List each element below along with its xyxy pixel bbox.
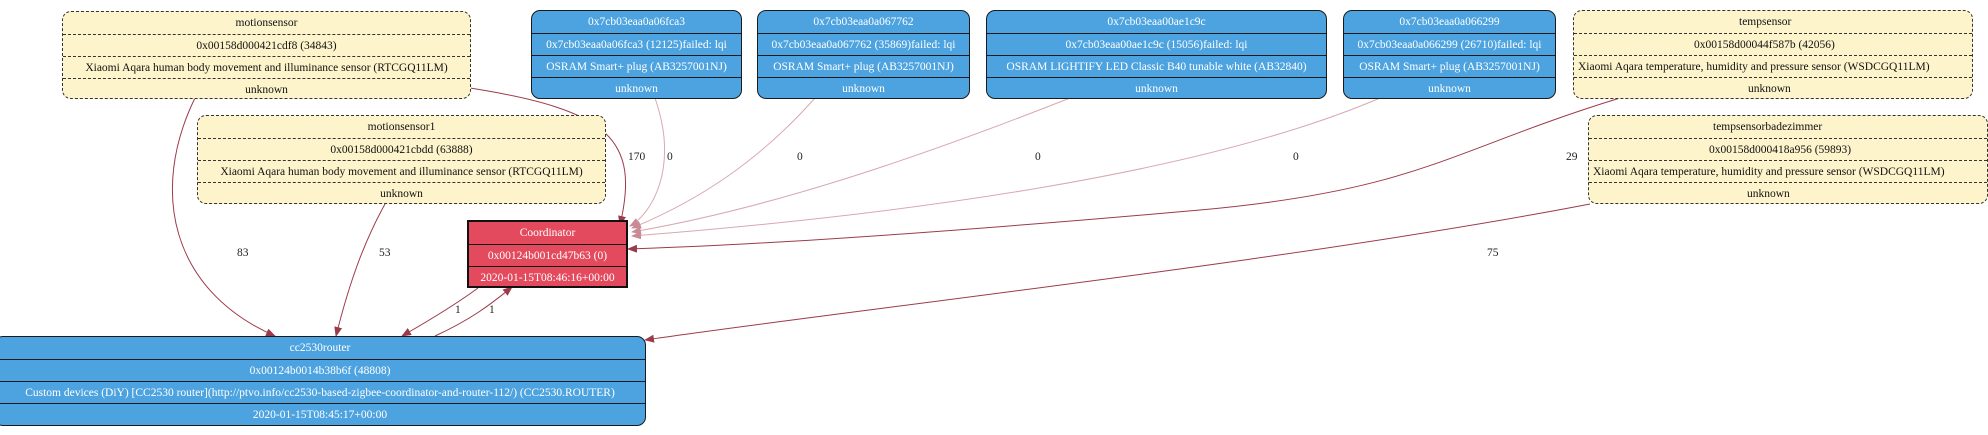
- node-last-seen: unknown: [1574, 77, 1972, 99]
- node-model: OSRAM Smart+ plug (AB3257001NJ): [1344, 55, 1555, 77]
- node-name: tempsensorbadezimmer: [1713, 121, 1823, 133]
- node-name: 0x7cb03eaa00ae1c9c: [1107, 16, 1206, 28]
- edge-plug-06fca3-coordinator: [629, 97, 665, 227]
- node-last-seen: unknown: [1344, 77, 1555, 99]
- edge-motionsensor-router: [171, 97, 276, 337]
- edge-label-plug-066299: 0: [1293, 151, 1299, 163]
- node-last-seen: 2020-01-15T08:46:16+00:00: [469, 266, 626, 288]
- edge-tempsensorbadezimmer-router: [644, 203, 1591, 343]
- node-plug-066299[interactable]: 0x7cb03eaa0a066299 0x7cb03eaa0a066299 (2…: [1343, 10, 1556, 99]
- node-last-seen: unknown: [532, 77, 741, 99]
- node-model: Xiaomi Aqara temperature, humidity and p…: [1574, 55, 1972, 77]
- node-address: 0x7cb03eaa0a06fca3 (12125)failed: lqi: [532, 33, 741, 55]
- edge-lightify-coordinator: [631, 97, 1071, 235]
- node-coordinator[interactable]: Coordinator 0x00124b001cd47b63 (0) 2020-…: [467, 220, 628, 288]
- node-plug-067762[interactable]: 0x7cb03eaa0a067762 0x7cb03eaa0a067762 (3…: [757, 10, 970, 99]
- edge-label-1-a: 1: [455, 304, 461, 316]
- edge-label-170: 170: [628, 151, 646, 163]
- edge-label-plug-06fca3: 0: [667, 151, 673, 163]
- node-model: Xiaomi Aqara human body movement and ill…: [198, 160, 605, 182]
- edge-plug-066299-coordinator: [631, 97, 1381, 240]
- node-address: 0x00124b0014b38b6f (48808): [0, 359, 645, 381]
- edge-label-1-b: 1: [489, 304, 495, 316]
- node-model: Xiaomi Aqara temperature, humidity and p…: [1589, 160, 1987, 182]
- node-last-seen: unknown: [987, 77, 1326, 99]
- node-model: OSRAM Smart+ plug (AB3257001NJ): [532, 55, 741, 77]
- edge-plug-067762-coordinator: [631, 97, 816, 229]
- node-name: tempsensor: [1739, 16, 1792, 28]
- node-address: 0x00158d000418a956 (59893): [1589, 138, 1987, 160]
- node-cc2530router[interactable]: cc2530router 0x00124b0014b38b6f (48808) …: [0, 336, 646, 426]
- edge-coordinator-router: [401, 287, 479, 337]
- node-name: Coordinator: [519, 227, 576, 239]
- network-map: 170 0 0 0 0 29 83 53 75 1 1 motionsensor…: [0, 10, 1988, 426]
- node-address: 0x00158d00044f587b (42056): [1574, 33, 1972, 55]
- node-name: motionsensor: [235, 17, 298, 29]
- edge-label-53: 53: [379, 247, 391, 259]
- node-name: 0x7cb03eaa0a067762: [813, 16, 914, 28]
- node-name: 0x7cb03eaa0a066299: [1399, 16, 1500, 28]
- node-address: 0x7cb03eaa0a066299 (26710)failed: lqi: [1344, 33, 1555, 55]
- edge-label-83: 83: [237, 247, 249, 259]
- node-last-seen: unknown: [1589, 182, 1987, 204]
- node-model: Xiaomi Aqara human body movement and ill…: [63, 56, 470, 78]
- edge-label-29: 29: [1566, 151, 1578, 163]
- edge-label-75: 75: [1487, 247, 1499, 259]
- node-address: 0x00124b001cd47b63 (0): [469, 244, 626, 266]
- node-model: Custom devices (DiY) [CC2530 router](htt…: [0, 381, 645, 403]
- node-motionsensor[interactable]: motionsensor 0x00158d000421cdf8 (34843) …: [62, 11, 471, 99]
- edge-label-plug-067762: 0: [797, 151, 803, 163]
- node-tempsensor[interactable]: tempsensor 0x00158d00044f587b (42056) Xi…: [1573, 10, 1973, 99]
- node-last-seen: 2020-01-15T08:45:17+00:00: [0, 403, 645, 425]
- node-name: motionsensor1: [367, 121, 436, 133]
- node-address: 0x7cb03eaa0a067762 (35869)failed: lqi: [758, 33, 969, 55]
- edge-router-coordinator: [434, 286, 513, 337]
- node-lightify[interactable]: 0x7cb03eaa00ae1c9c 0x7cb03eaa00ae1c9c (1…: [986, 10, 1327, 99]
- node-tempsensorbadezimmer[interactable]: tempsensorbadezimmer 0x00158d000418a956 …: [1588, 115, 1988, 204]
- node-plug-06fca3[interactable]: 0x7cb03eaa0a06fca3 0x7cb03eaa0a06fca3 (1…: [531, 10, 742, 99]
- node-address: 0x7cb03eaa00ae1c9c (15056)failed: lqi: [987, 33, 1326, 55]
- node-motionsensor1[interactable]: motionsensor1 0x00158d000421cbdd (63888)…: [197, 115, 606, 204]
- edge-label-lightify: 0: [1035, 151, 1041, 163]
- node-last-seen: unknown: [198, 182, 605, 204]
- edge-layer: [171, 87, 1621, 343]
- node-name: 0x7cb03eaa0a06fca3: [587, 16, 686, 28]
- node-address: 0x00158d000421cbdd (63888): [198, 138, 605, 160]
- node-last-seen: unknown: [63, 78, 470, 100]
- edge-motionsensor1-router: [334, 203, 386, 337]
- node-name: cc2530router: [289, 342, 351, 354]
- node-address: 0x00158d000421cdf8 (34843): [63, 34, 470, 56]
- edge-tempsensor-coordinator: [627, 97, 1621, 253]
- node-last-seen: unknown: [758, 77, 969, 99]
- node-model: OSRAM Smart+ plug (AB3257001NJ): [758, 55, 969, 77]
- node-model: OSRAM LIGHTIFY LED Classic B40 tunable w…: [987, 55, 1326, 77]
